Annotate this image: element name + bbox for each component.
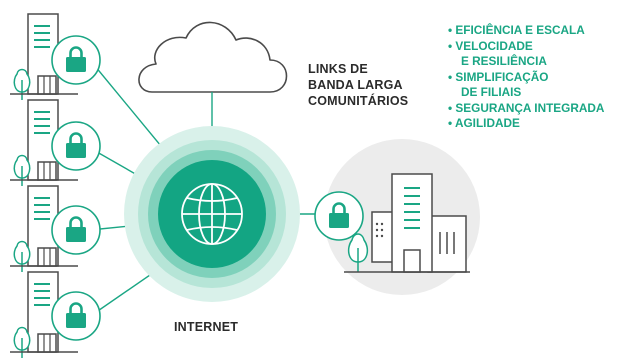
branch-offices — [10, 13, 78, 358]
cloud-icon — [138, 21, 288, 93]
benefit-text: SEGURANÇA INTEGRADA — [455, 100, 605, 115]
benefit-item: • EFICIÊNCIA E ESCALA — [448, 23, 604, 39]
cloud-label-line: LINKS DE — [308, 62, 368, 76]
benefit-text: EFICIÊNCIA E ESCALA — [455, 23, 585, 37]
padlock-icon — [51, 35, 101, 85]
tree-icon — [13, 240, 31, 272]
benefit-text: SIMPLIFICAÇÃO — [455, 69, 549, 84]
bullet: • — [448, 116, 453, 130]
globe-icon — [181, 183, 243, 245]
bullet: • — [448, 38, 453, 53]
internet-hub — [124, 126, 300, 302]
cloud-label-line: BANDA LARGA — [308, 78, 403, 92]
branch-building-icon — [10, 185, 78, 272]
bullet: • — [448, 23, 453, 37]
bullet: • — [448, 100, 453, 115]
tree-icon — [13, 326, 31, 358]
office-building-icon — [371, 173, 467, 273]
tree-icon — [347, 233, 369, 272]
benefit-text-continued: DE FILIAIS — [461, 85, 522, 99]
tree-icon — [13, 154, 31, 186]
branch-building-icon — [10, 99, 78, 186]
benefit-text: AGILIDADE — [454, 116, 520, 130]
hub-label: INTERNET — [174, 320, 239, 334]
tree-icon — [13, 68, 31, 100]
benefit-text: VELOCIDADE — [455, 38, 533, 53]
padlock-icon — [51, 205, 101, 255]
padlock-icon — [51, 121, 101, 171]
bullet: • — [448, 69, 453, 84]
benefit-text-continued: E RESILIÊNCIA — [461, 54, 547, 68]
cloud-label: LINKS DE BANDA LARGA COMUNITÁRIOS — [308, 61, 408, 109]
lock-nodes — [51, 35, 364, 341]
benefit-item: • AGILIDADE — [448, 116, 604, 132]
cloud-label-line: COMUNITÁRIOS — [308, 94, 409, 108]
padlock-icon — [51, 291, 101, 341]
benefit-item: • SEGURANÇA INTEGRADA — [448, 101, 604, 117]
padlock-icon — [314, 191, 364, 241]
